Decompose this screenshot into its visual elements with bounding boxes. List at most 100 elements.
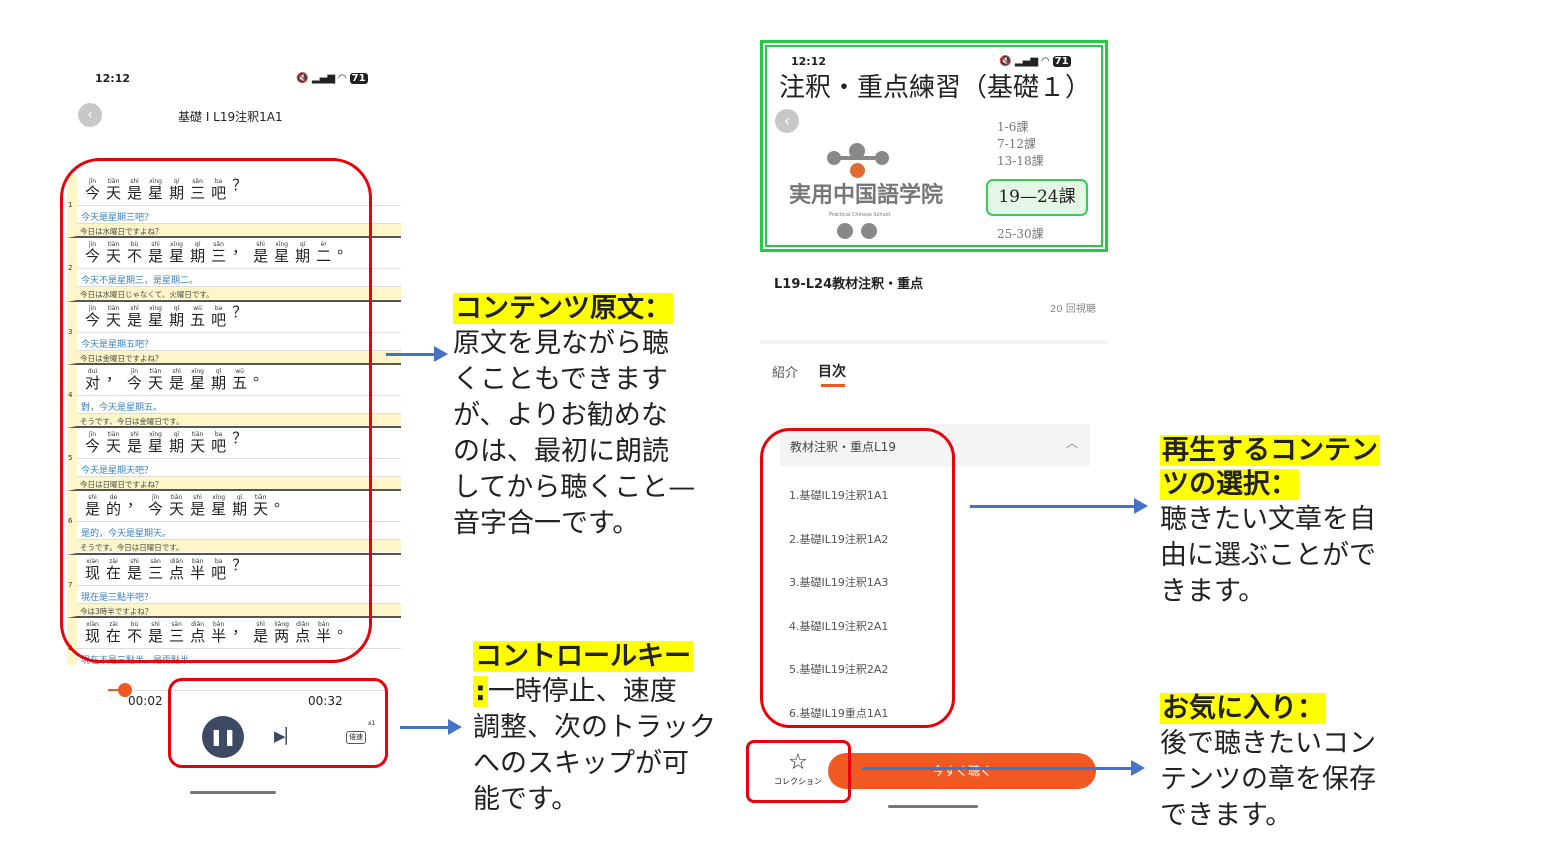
hanzi: 星 [169,247,185,266]
page-title: 基礎 I L19注釈1A1 [178,110,283,124]
listen-now-button[interactable]: 今すぐ聴く [828,753,1096,789]
annotation-line: 能です。 [473,784,579,815]
pinyin: duì [87,367,98,375]
next-track-button[interactable]: ▶▏ [274,727,297,745]
toc-item[interactable]: 2.基礎IL19注釈1A2 [789,532,889,546]
tab-contents[interactable]: 目次 [818,364,846,380]
toc-item[interactable]: 4.基礎IL19注釈2A1 [789,619,889,633]
highlight-controls [168,678,388,768]
pinyin: tiān [107,431,120,439]
hanzi: 。 [274,492,290,511]
speed-value: x1 [368,720,376,727]
toc-item[interactable]: 5.基礎IL19注釈2A2 [789,663,889,677]
hanzi: 点 [190,627,206,646]
pinyin: sān [213,241,224,249]
japanese-line: 今は3時半ですよね？ [77,603,401,616]
toc-item[interactable]: 3.基礎IL19注釈1A3 [789,576,889,590]
pause-button[interactable]: ❚❚ [202,716,244,758]
school-logo [827,143,897,239]
hanzi: 现 [85,627,101,646]
hanzi: 是 [148,247,164,266]
hanzi: 吧 [211,310,227,329]
hanzi: 今 [85,437,101,456]
back-button[interactable]: ‹ [775,109,799,133]
lesson-1-6: 1-6課 [997,120,1029,134]
hanzi: 星 [211,500,227,519]
tab-intro[interactable]: 紹介 [772,366,799,381]
progress-handle[interactable] [117,683,132,697]
traditional-line: 現在是三點半吧？ [77,586,401,604]
pinyin: jīn [88,241,97,249]
pinyin: qī [236,494,243,502]
hanzi: 五 [232,373,248,392]
pinyin: shì [256,241,265,249]
back-button[interactable]: ‹ [78,103,102,127]
row-number: 5 [68,454,73,463]
pinyin: de [109,494,118,502]
hanzi: ？ [232,429,248,448]
pinyin: tiān [254,494,267,502]
pinyin: ba [214,431,223,439]
pinyin: xīng [275,241,289,249]
banner: 12:12 🔇 ▂▄▆ ◠ 71 注釈・重点練習（基礎１） ‹ 実用中国語学院 … [760,40,1108,252]
section-header[interactable]: 教材注釈・重点L19 ︿ [780,424,1090,466]
lesson-25-30: 25-30課 [997,227,1044,241]
status-icons: 🔇 ▂▄▆ ◠ 71 [999,56,1071,67]
status-icons: 🔇 ▂▄▆ ◠ 71 [296,73,368,84]
pinyin: sān [171,621,182,629]
annotation-heading: コントロールキー [473,641,693,672]
logo-text: 実用中国語学院 [789,183,944,208]
word: 。 [337,241,352,268]
hanzi: 是 [148,627,164,646]
word: ？ [232,431,247,458]
hanzi: 天 [106,310,122,329]
annotation-line: 調整、次のトラック [473,712,716,743]
hanzi: 天 [106,184,122,202]
toc-item[interactable]: 6.基礎IL19重点1A1 [789,707,889,720]
collection-button[interactable]: ☆ コレクション [760,750,836,798]
hanzi: 天 [106,437,122,456]
speed-button[interactable]: 倍速 [346,731,366,744]
status-time: 12:12 [791,55,827,68]
hanzi: ？ [232,176,248,194]
annotation-line: へのスキップが可 [473,748,689,779]
hanzi: 二 [316,247,332,266]
hanzi: 天 [106,247,122,266]
progress-track[interactable] [108,690,388,691]
pinyin: jīn [88,304,97,312]
hanzi: 今 [85,184,101,202]
hanzi: 今 [148,500,164,519]
toc-item[interactable]: 1.基礎IL19注釈1A1 [789,489,889,502]
section-title: 教材注釈・重点L19 [790,440,896,454]
